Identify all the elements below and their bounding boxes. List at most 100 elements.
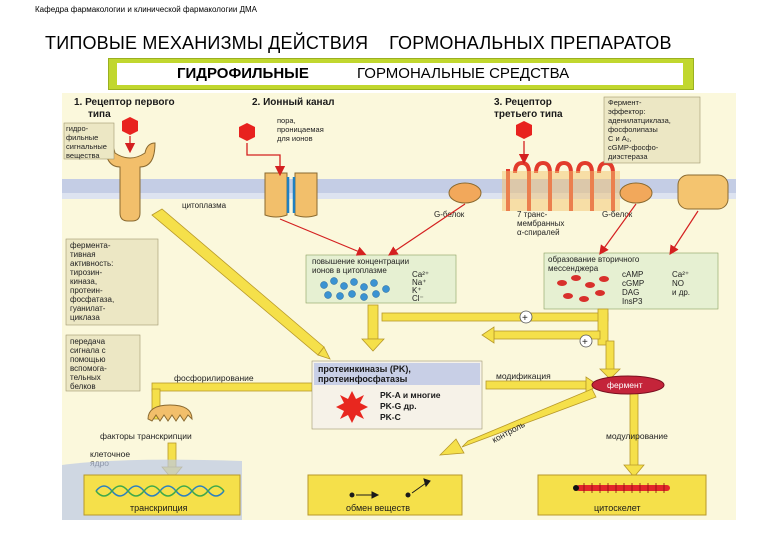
g-protein-messenger-arrow	[599, 203, 637, 255]
msg-ca: Ca²⁺	[672, 270, 689, 279]
activity-line-2: тивная	[70, 250, 96, 259]
path-messenger-down	[597, 308, 609, 346]
metabolism-arrows-icon	[349, 478, 431, 499]
plus-sign-1: +	[522, 313, 528, 324]
ion-cl: Cl⁻	[412, 294, 424, 303]
activity-line-8: гуанилат-	[70, 304, 106, 313]
effector-line-6: cGMP-фосфо-	[608, 143, 659, 152]
kinase-item-2: PK-G др.	[380, 401, 417, 411]
path-kinase-head-1	[317, 346, 331, 360]
receptor3-label-1: 3. Рецептор	[494, 97, 552, 108]
activity-line-1: фермента-	[70, 241, 111, 250]
helices-line-1: 7 транс-	[517, 210, 548, 219]
transfer-line-2: сигнала с	[70, 346, 106, 355]
activity-line-6: протеин-	[70, 286, 103, 295]
effector-enzyme-shape	[677, 174, 729, 210]
receptor2-label: 2. Ионный канал	[252, 97, 334, 108]
enzyme-effector-box	[603, 96, 701, 164]
effector-line-3: аденилатциклаза,	[608, 116, 671, 125]
signal-line-3: сигнальные	[66, 142, 107, 151]
signal-line-4: вещества	[66, 151, 100, 160]
metabolism-box	[307, 474, 463, 516]
transcription-factor-shape	[147, 404, 193, 422]
kinase-item-3: PK-C	[380, 412, 401, 422]
transfer-line-6: белков	[70, 382, 96, 391]
g-protein-ion-arrow	[388, 203, 466, 256]
enzyme-oval	[591, 375, 665, 395]
ion-title-1: повышение концентрации	[312, 257, 409, 266]
cytoskeleton-end	[573, 485, 579, 491]
department-header: Кафедра фармакологии и клинической фарма…	[35, 5, 257, 14]
second-messenger-box	[543, 252, 719, 310]
binding-arrow-2	[246, 143, 286, 177]
kinase-item-1: PK-A и многие	[380, 390, 441, 400]
msg-etc: и др.	[672, 288, 690, 297]
plus-sign-2: +	[582, 337, 588, 348]
g-protein-right-label: G-белок	[602, 210, 633, 219]
path-control	[461, 388, 597, 448]
msg-no: NO	[672, 279, 684, 288]
hormone-hexagon-3	[516, 121, 532, 139]
msg-camp: cAMP	[622, 270, 643, 279]
effector-line-7: диэстераза	[608, 152, 648, 161]
transfer-line-1: передача	[70, 337, 106, 346]
ion-title-2: ионов в цитоплазме	[312, 266, 387, 275]
msg-insp3: InsP3	[622, 297, 643, 306]
kinase-title-2: протеинфосфатазы	[318, 374, 408, 384]
subtitle-rest: ГОРМОНАЛЬНЫЕ СРЕДСТВА	[357, 65, 570, 82]
effector-line-5: С и А₂,	[608, 134, 632, 143]
activity-line-7: фосфатаза,	[70, 295, 114, 304]
enzyme-activity-box	[65, 238, 159, 326]
msg-cgmp: cGMP	[622, 279, 644, 288]
transfer-line-4: вспомога-	[70, 364, 107, 373]
helices-line-3: α-спиралей	[517, 228, 560, 237]
cytoskeleton-box	[537, 474, 707, 516]
helices-line-2: мембранных	[517, 219, 564, 228]
path-messenger-kinase-head	[481, 326, 495, 344]
activity-line-9: циклаза	[70, 313, 100, 322]
metabolism-label: обмен веществ	[346, 503, 410, 513]
subtitle-banner: ГИДРОФИЛЬНЫЕ ГОРМОНАЛЬНЫЕ СРЕДСТВА	[108, 58, 694, 90]
transcription-label: транскрипция	[130, 503, 188, 513]
msg-dag: DAG	[622, 288, 639, 297]
path-modulation-head	[623, 464, 645, 478]
cytoplasm-label: цитоплазма	[182, 201, 227, 210]
hormone-hexagon-2	[239, 123, 255, 141]
messenger-title-1: образование вторичного	[548, 255, 640, 264]
path-control-head	[438, 438, 465, 456]
ion-ca: Ca²⁺	[412, 270, 429, 279]
path-phosphorylation-down	[151, 388, 161, 420]
activity-line-5: киназа,	[70, 277, 97, 286]
path-modulation	[629, 392, 639, 468]
cytoskeleton-label: цитоскелет	[594, 503, 641, 513]
cytoskeleton-fiber	[576, 485, 670, 491]
protein-kinase-header	[314, 363, 480, 385]
effector-line-4: фосфолипазы	[608, 125, 658, 134]
signal-substances-box	[63, 122, 115, 160]
g-protein-right-shape	[619, 182, 653, 204]
path-ion-down	[367, 304, 379, 340]
kinase-title-1: протеинкиназы (PK),	[318, 364, 411, 374]
cytoskeleton-stripes	[583, 483, 665, 493]
subtitle-bold: ГИДРОФИЛЬНЫЕ	[177, 65, 309, 82]
nucleus-line-1: клеточное	[90, 449, 130, 459]
hormone-hexagon-1	[122, 117, 138, 135]
path-modification	[485, 380, 587, 390]
path-phosphorylation	[151, 382, 313, 392]
receptor1-label-2: типа	[88, 109, 111, 120]
mechanism-diagram: 1. Рецептор первого типа 2. Ионный канал…	[62, 93, 736, 520]
effector-line-1: Фермент-	[608, 98, 642, 107]
ion-k: K⁺	[412, 286, 422, 295]
effector-line-2: эффектор:	[608, 107, 645, 116]
path-cross-bar	[381, 312, 609, 322]
ion-na: Na⁺	[412, 278, 426, 287]
ion-dots	[320, 277, 390, 301]
phosphorylation-label: фосфорилирование	[174, 373, 254, 383]
modulation-label: модулирование	[606, 431, 668, 441]
membrane-inner	[62, 193, 736, 199]
signal-line-2: фильные	[66, 133, 98, 142]
subtitle-inner: ГИДРОФИЛЬНЫЕ ГОРМОНАЛЬНЫЕ СРЕДСТВА	[117, 63, 683, 85]
activity-line-4: тирозин-	[70, 268, 102, 277]
modification-label: модификация	[496, 371, 551, 381]
dna-strand-2	[95, 485, 225, 497]
